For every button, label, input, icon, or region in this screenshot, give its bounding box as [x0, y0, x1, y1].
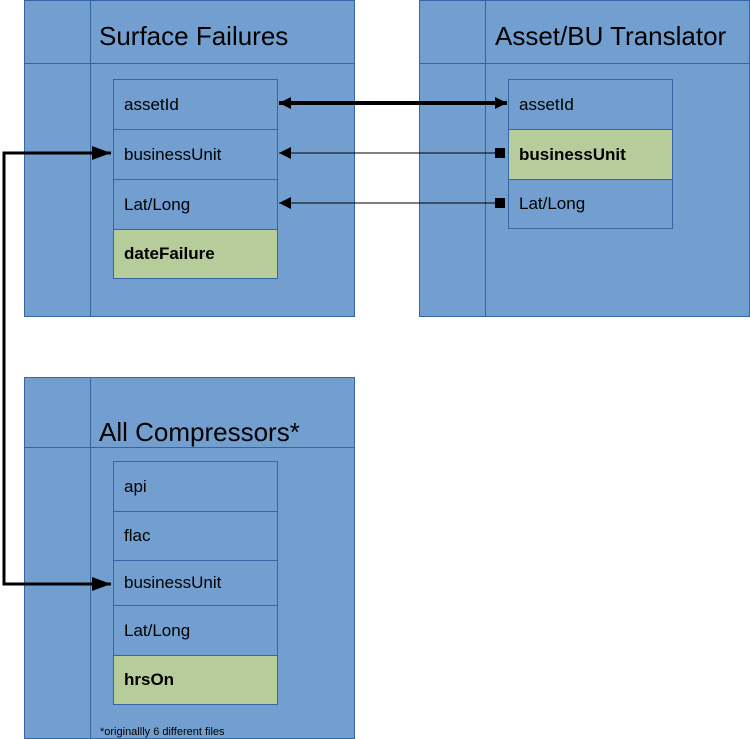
sf-businessunit-arrowhead — [92, 146, 111, 160]
panel-divider — [420, 63, 749, 64]
panel-divider — [90, 378, 91, 738]
panel-divider — [90, 1, 91, 316]
all-compressors-panel: All Compressors* api flac businessUnit L… — [24, 377, 355, 739]
ac-businessunit-arrowhead — [92, 577, 111, 591]
all-compressors-footnote: *originallly 6 different files — [100, 726, 225, 738]
asset-bu-translator-panel: Asset/BU Translator assetId businessUnit… — [419, 0, 750, 317]
all-compressors-title: All Compressors* — [99, 417, 300, 447]
abt-field-assetid: assetId — [508, 79, 673, 130]
sf-field-assetid: assetId — [113, 79, 278, 130]
ac-field-api: api — [113, 461, 278, 512]
sf-field-datefailure: dateFailure — [113, 229, 278, 279]
abt-field-businessunit: businessUnit — [508, 129, 673, 180]
ac-field-flac: flac — [113, 511, 278, 561]
surface-failures-title: Surface Failures — [99, 21, 289, 51]
asset-bu-translator-title: Asset/BU Translator — [495, 21, 727, 51]
panel-divider — [485, 1, 486, 316]
panel-divider — [25, 63, 354, 64]
compressors-businessunit-link — [2, 151, 111, 586]
panel-divider — [25, 447, 354, 448]
abt-field-latlong: Lat/Long — [508, 179, 673, 229]
ac-field-latlong: Lat/Long — [113, 605, 278, 656]
businessunit-link-square-end — [495, 148, 505, 158]
ac-field-hrson: hrsOn — [113, 655, 278, 705]
sf-field-latlong: Lat/Long — [113, 179, 278, 230]
latlong-link-square-end — [495, 198, 505, 208]
surface-failures-panel: Surface Failures assetId businessUnit La… — [24, 0, 355, 317]
ac-field-businessunit: businessUnit — [113, 560, 278, 606]
sf-field-businessunit: businessUnit — [113, 129, 278, 180]
